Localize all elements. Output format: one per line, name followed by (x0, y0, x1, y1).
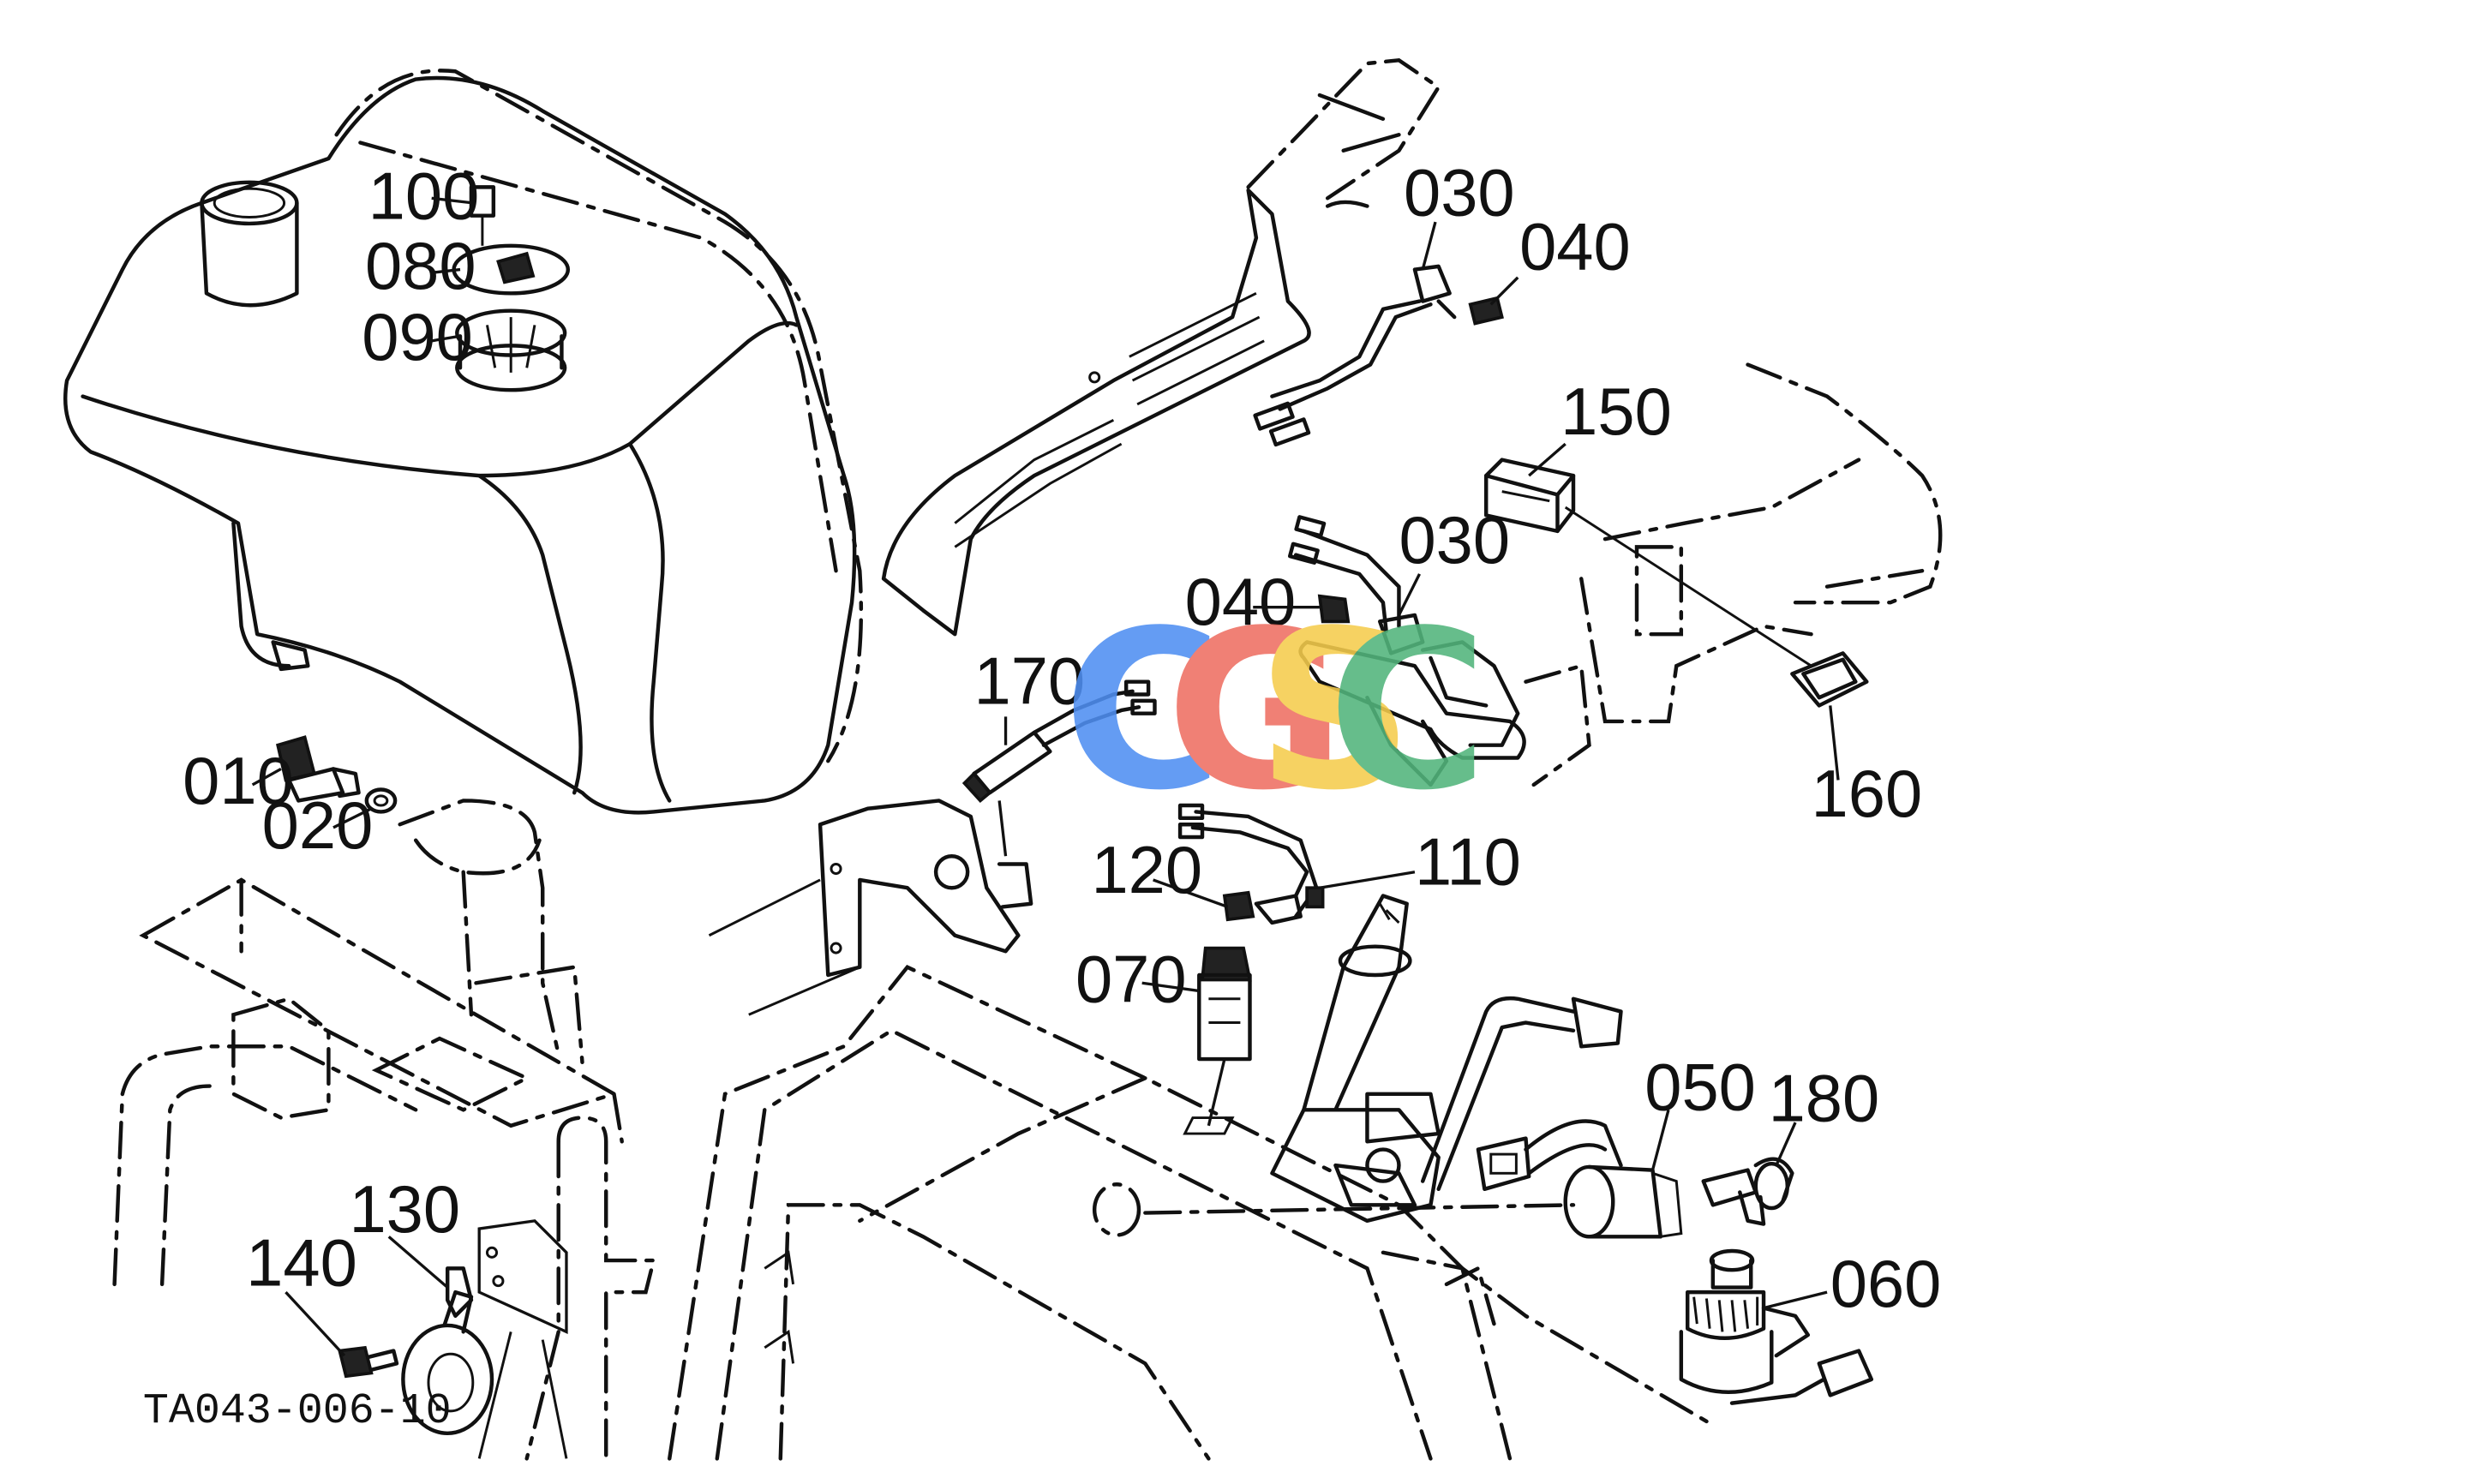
switch-030-upper (1253, 264, 1504, 447)
switch-030-lower (1287, 515, 1526, 787)
label-160: 160 (1812, 757, 1923, 831)
part-140-bolt (338, 1345, 399, 1379)
left-frame (112, 799, 656, 1461)
label-040-lower: 040 (1185, 565, 1297, 639)
label-010: 010 (183, 745, 294, 818)
leader-lines (251, 196, 1840, 1357)
part-130-horn (401, 1290, 494, 1436)
part-060-switch (1679, 1248, 1874, 1405)
label-090: 090 (362, 301, 473, 374)
label-110: 110 (1415, 826, 1521, 900)
watermark-letter-c2: C (1327, 584, 1488, 839)
lever-bracket (881, 58, 1441, 637)
watermark-letter-c1: C (1063, 584, 1223, 839)
label-140: 140 (246, 1227, 357, 1301)
part-110-120 (1177, 803, 1325, 925)
part-180-key (1701, 1157, 1794, 1226)
cab-panel (668, 965, 1718, 1461)
cgsc-watermark: C G S C (1063, 584, 1488, 839)
label-070: 070 (1075, 942, 1187, 1016)
watermark-letter-g: G (1165, 584, 1345, 839)
label-050: 050 (1644, 1050, 1756, 1124)
part-070-switch (1183, 946, 1252, 1135)
label-030-upper: 030 (1404, 157, 1515, 230)
part-010-020 (276, 735, 398, 814)
label-120: 120 (1091, 834, 1202, 907)
part-170-sensor (961, 679, 1157, 804)
label-150: 150 (1560, 375, 1672, 449)
label-060: 060 (1830, 1248, 1942, 1321)
steering-column (1270, 894, 1623, 1224)
label-100: 100 (368, 159, 480, 233)
part-150-switch (1483, 458, 1812, 667)
label-030-lower: 030 (1399, 504, 1510, 577)
label-040-upper: 040 (1519, 211, 1631, 284)
right-cover (1524, 362, 1943, 787)
label-170: 170 (974, 645, 1086, 719)
label-020: 020 (262, 789, 374, 863)
center-bracket (708, 799, 1033, 1016)
label-080: 080 (365, 230, 476, 303)
label-130: 130 (349, 1173, 460, 1247)
label-180: 180 (1769, 1062, 1880, 1135)
fuel-tank (63, 69, 864, 815)
part-labels: 100 080 090 030 040 150 030 040 170 160 … (183, 157, 1941, 1321)
watermark-letter-s: S (1256, 584, 1414, 839)
part-050-ignition (1476, 1119, 1683, 1239)
drawing-reference: TA043-006-10 (143, 1387, 452, 1436)
part-160-bezel (1790, 651, 1869, 708)
